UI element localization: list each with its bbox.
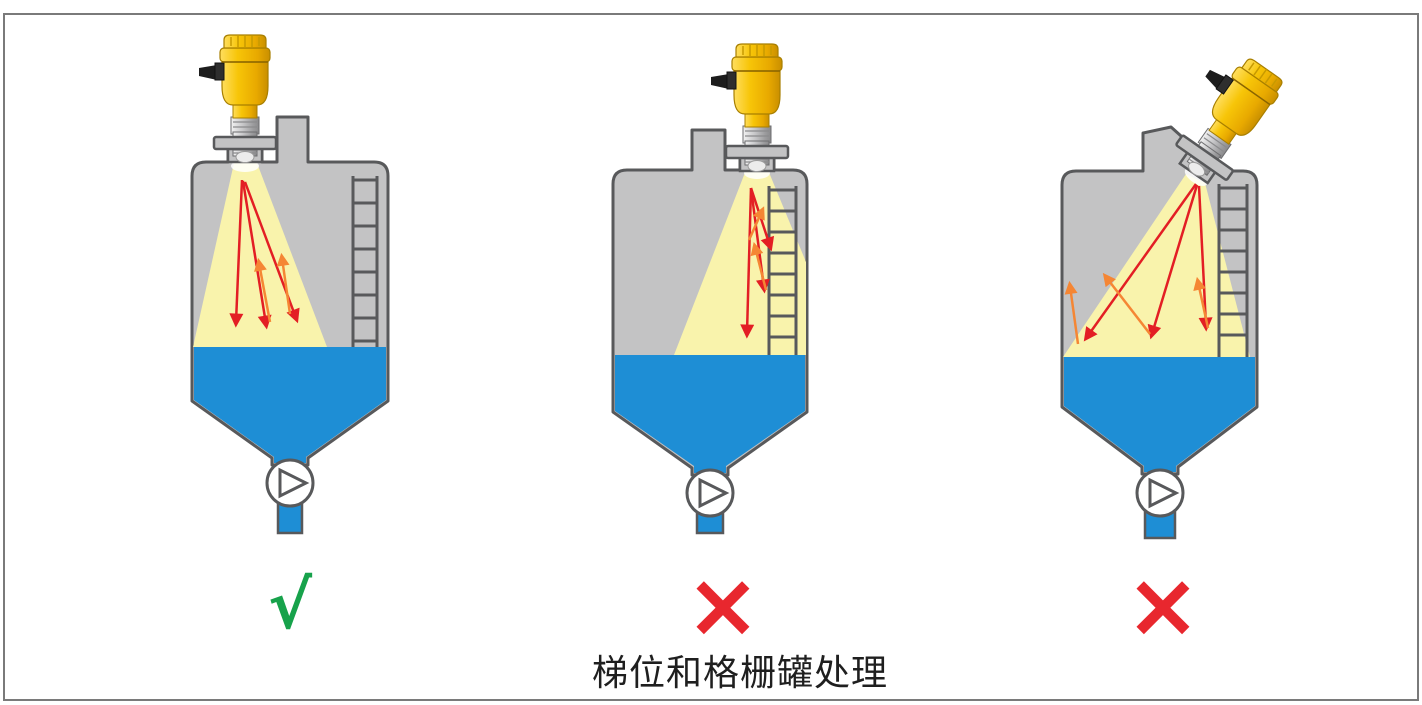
signal-arrow (229, 179, 244, 328)
pump-symbol (265, 458, 315, 508)
panel-correct (190, 33, 390, 535)
echo-arrow (1193, 276, 1210, 329)
ladder (767, 186, 798, 355)
echo-arrows-orange (747, 206, 768, 291)
signal-arrow (241, 180, 272, 330)
signal-arrow (1147, 184, 1199, 340)
figure-border (3, 13, 1419, 701)
radar-beam (193, 163, 327, 347)
pump-symbol (685, 468, 735, 518)
echo-arrow (747, 206, 765, 241)
echo-arrow (1102, 272, 1151, 335)
panel-incorrect-tilted (1060, 41, 1294, 540)
echo-arrows-orange (254, 252, 292, 323)
liquid-body (1064, 357, 1255, 472)
echo-arrows-red (1083, 183, 1213, 342)
radar-beam (674, 170, 806, 355)
radar-level-sensor (197, 33, 278, 164)
signal-arrow (1197, 185, 1213, 332)
liquid-body (615, 355, 805, 473)
pump-triangle (278, 467, 310, 499)
ladder (1217, 184, 1249, 357)
echo-arrow (1064, 280, 1080, 345)
cross-icon: × (685, 553, 760, 658)
cross-icon: × (1125, 553, 1200, 658)
signal-arrow (1083, 183, 1198, 342)
ladder (351, 176, 379, 347)
echo-arrow (750, 241, 768, 291)
panel-incorrect-ladder (611, 42, 809, 535)
echo-arrow (254, 257, 272, 323)
check-icon: √ (268, 567, 313, 644)
caption-text: 梯位和格栅罐处理 (592, 653, 888, 693)
pump-symbol (1135, 468, 1185, 518)
pump-triangle (1148, 477, 1180, 509)
beam-glow (1184, 168, 1208, 186)
liquid-body (194, 347, 386, 463)
echo-arrow (276, 252, 292, 315)
signal-arrow (740, 187, 755, 339)
echo-arrows-orange (1064, 272, 1210, 345)
pump-triangle (698, 477, 730, 509)
